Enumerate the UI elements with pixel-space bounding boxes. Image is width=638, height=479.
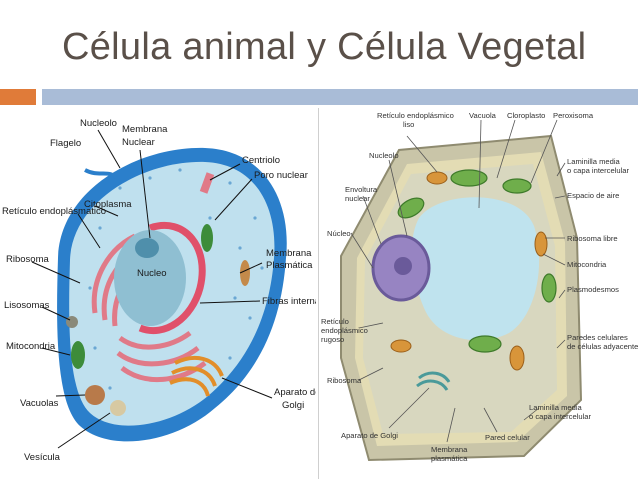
nucleus [114,230,186,326]
lysosome [66,316,78,328]
label-nucleo: Nucleo [137,268,167,279]
label-cloroplasto: Cloroplasto [507,111,545,120]
nuclear-envelope [138,222,206,335]
header-bar [42,89,638,105]
label-poro-nuclear: Poro nuclear [254,170,308,181]
vesicle [110,400,126,416]
label-peroxisoma: Peroxisoma [553,111,594,120]
mitochondrion [201,224,213,252]
label-membrana-plasmatica-2: plasmática [431,454,468,463]
accent-bar [0,89,36,105]
vacuole [85,385,105,405]
label-aparato-golgi-1: Aparato de [274,387,316,398]
label-reticulo: Retículo endoplásmatico [2,206,106,217]
animal-pointer-lines [31,129,273,449]
label-citoplasma: Citoplasma [84,199,132,210]
mitochondrion [71,341,85,369]
label-espacio-aire: Espacio de aire [567,191,619,200]
label-lisosomas: Lisosomas [4,300,50,311]
central-vacuole [411,197,540,341]
chloroplasts [397,169,557,353]
label-reticulo-rugoso-1: Retículo [321,317,349,326]
label-laminilla-top-1: Laminilla media [567,157,621,166]
label-flagelo: Flagelo [50,138,81,149]
label-laminilla-bottom-2: o capa intercelular [529,412,592,421]
label-vacuola: Vacuola [469,111,497,120]
mitochondria [390,171,548,371]
golgi-apparatus [169,355,224,397]
label-reticulo-rugoso-2: endoplásmico [321,326,368,335]
label-reticulo-liso-2: liso [403,120,414,129]
label-ribosoma-libre: Ribosoma libre [567,234,618,243]
label-laminilla-bottom-1: Laminilla media [529,403,583,412]
label-centriolo: Centriolo [242,155,280,166]
centriole [199,172,215,194]
label-nucleolo: Nucleolo [369,151,399,160]
label-envoltura-2: nuclear [345,194,370,203]
label-ribosoma: Ribosoma [327,376,362,385]
label-fibras-internas: Fibras internas [262,296,316,307]
label-nucleolo: Nucleolo [80,118,117,129]
label-paredes-1: Paredes celulares [567,333,628,342]
label-aparato-golgi-2: Golgi [282,400,304,411]
label-mitocondria: Mitocondria [567,260,607,269]
label-plasmodesmos: Plasmodesmos [567,285,619,294]
label-vesicula: Vesícula [24,452,61,463]
plant-pointer-lines [350,119,566,443]
label-nucleo: Núcleo [327,229,351,238]
label-membrana-plasmatica-1: Membrana [431,445,468,454]
label-reticulo-liso-1: Retículo endoplásmico [377,111,454,120]
label-aparato-golgi: Aparato de Golgi [341,431,398,440]
label-laminilla-top-2: o capa intercelular [567,166,630,175]
label-membrana-plasmatica-2: Plasmática [266,260,313,271]
animal-cell-diagram: Nucleolo Membrana Nuclear Flagelo Centri… [2,118,316,463]
label-membrana-plasmatica-1: Membrana [266,248,312,259]
plant-cell-diagram: Retículo endoplásmico liso Vacuola Cloro… [321,111,638,463]
flagellum [84,168,120,182]
slide-title: Célula animal y Célula Vegetal [62,26,587,68]
plant-cell-panel: Retículo endoplásmico liso Vacuola Cloro… [318,108,638,479]
nucleolus [135,238,159,258]
label-paredes-2: de células adyacentes [567,342,638,351]
nucleolus [394,257,412,275]
label-vacuolas: Vacuolas [20,398,59,409]
label-ribosoma: Ribosoma [6,254,49,265]
label-membrana-nuclear-1: Membrana [122,124,168,135]
animal-cell-panel: Nucleolo Membrana Nuclear Flagelo Centri… [0,108,316,479]
mitochondrion [240,260,250,286]
golgi-apparatus [416,371,451,391]
label-mitocondria: Mitocondria [6,341,56,352]
label-envoltura-1: Envoltura [345,185,378,194]
label-pared-celular: Pared celular [485,433,530,442]
label-membrana-nuclear-2: Nuclear [122,137,155,148]
label-reticulo-rugoso-3: rugoso [321,335,344,344]
